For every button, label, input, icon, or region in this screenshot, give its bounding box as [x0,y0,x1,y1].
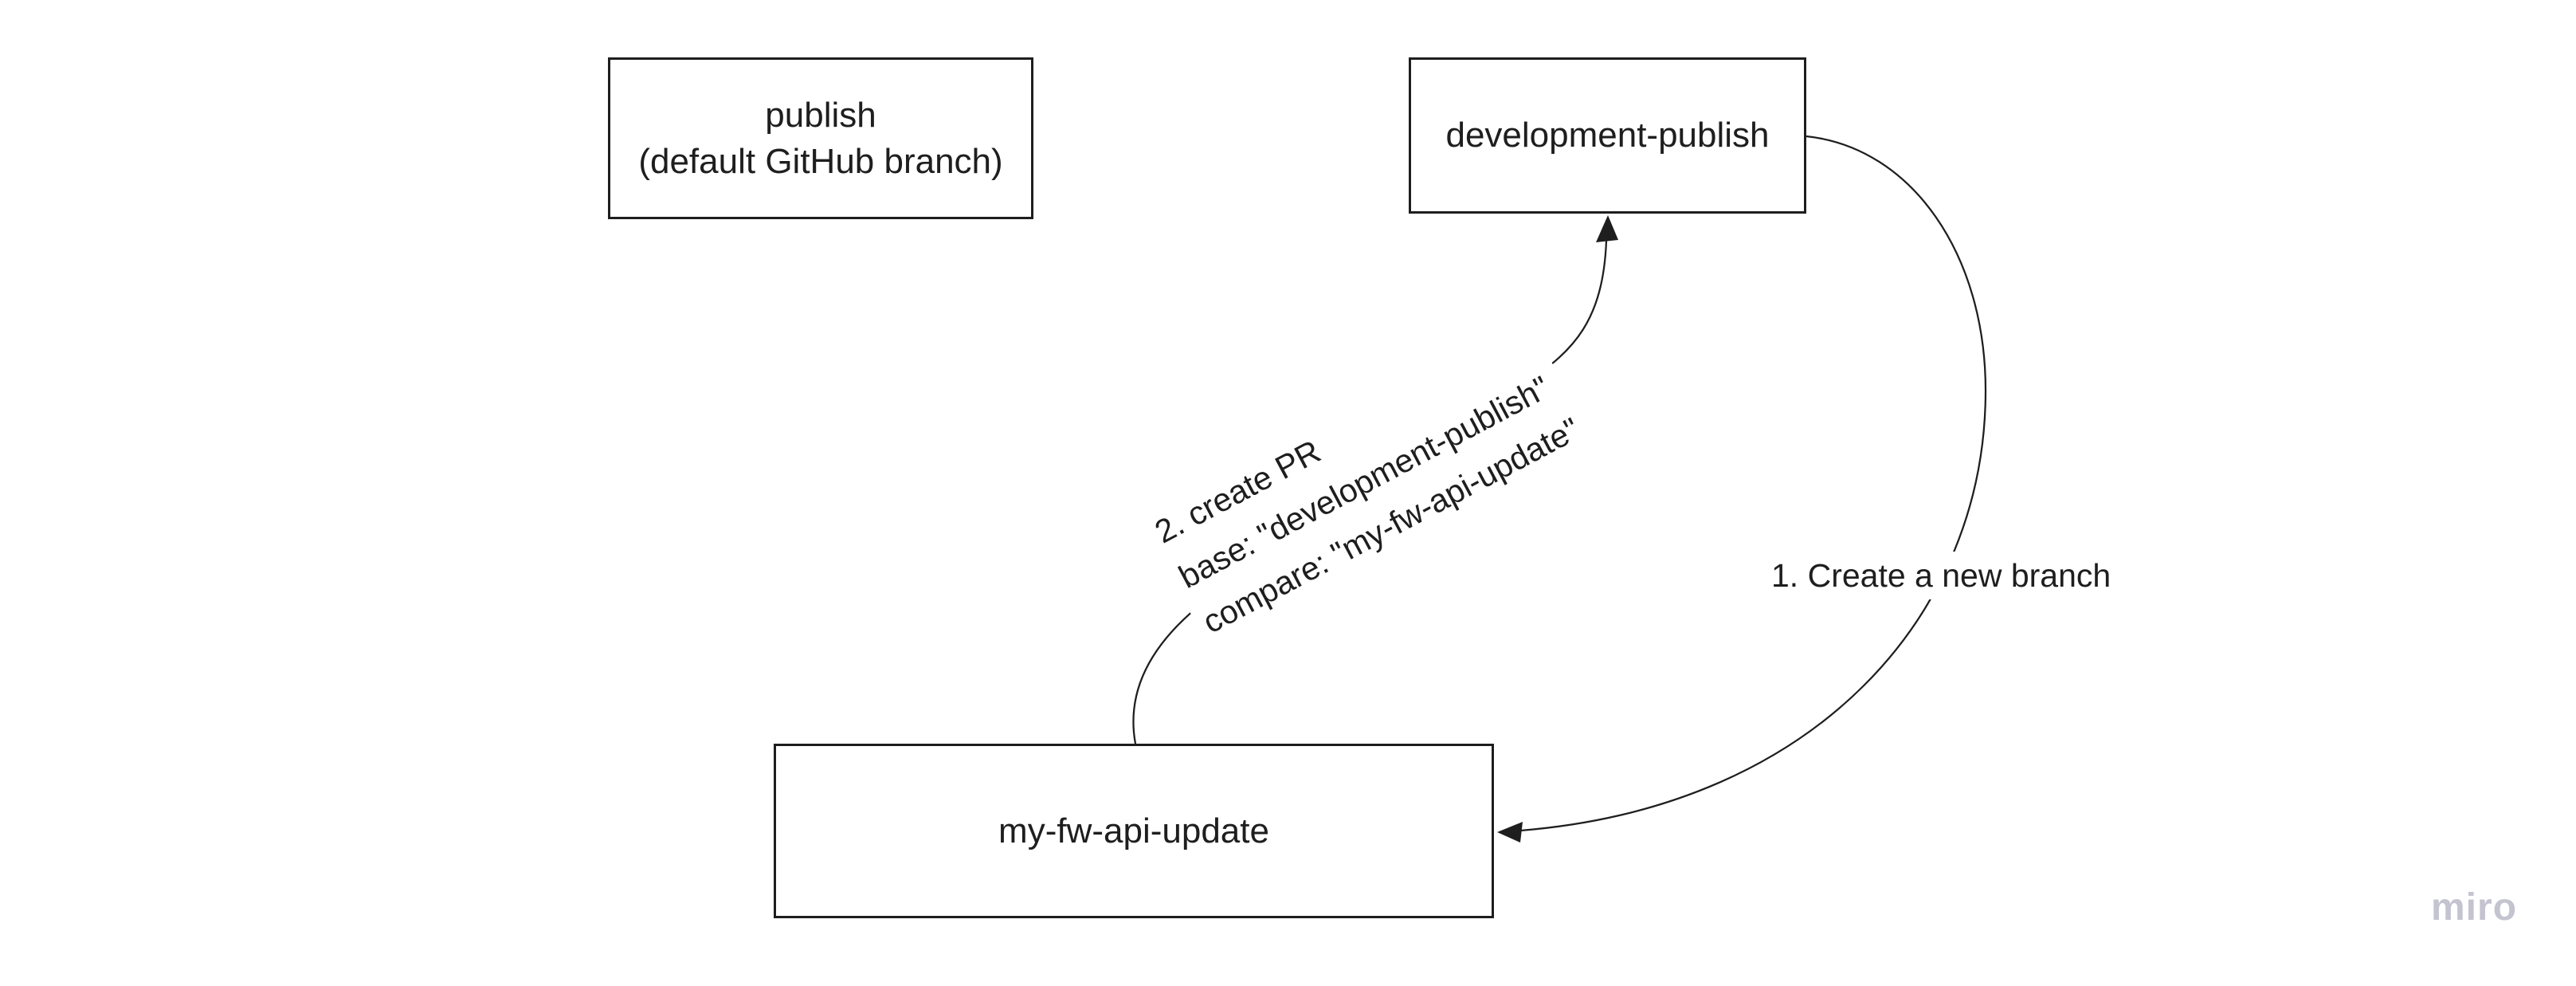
miro-watermark: miro [2431,886,2518,929]
node-development-publish[interactable]: development-publish [1409,57,1806,214]
edge-create-pr-arrowhead [1596,215,1618,242]
node-publish[interactable]: publish (default GitHub branch) [608,57,1033,219]
edge-create-branch[interactable] [1519,135,1987,832]
edge-label-create-branch[interactable]: 1. Create a new branch [1765,552,2118,599]
node-development-publish-label: development-publish [1445,116,1770,155]
node-publish-label-line2: (default GitHub branch) [638,141,1003,181]
node-my-fw-api-update[interactable]: my-fw-api-update [774,744,1494,918]
edge-create-branch-arrowhead [1497,822,1523,843]
node-publish-label-line1: publish [765,95,876,135]
node-my-fw-api-update-label: my-fw-api-update [998,811,1269,850]
